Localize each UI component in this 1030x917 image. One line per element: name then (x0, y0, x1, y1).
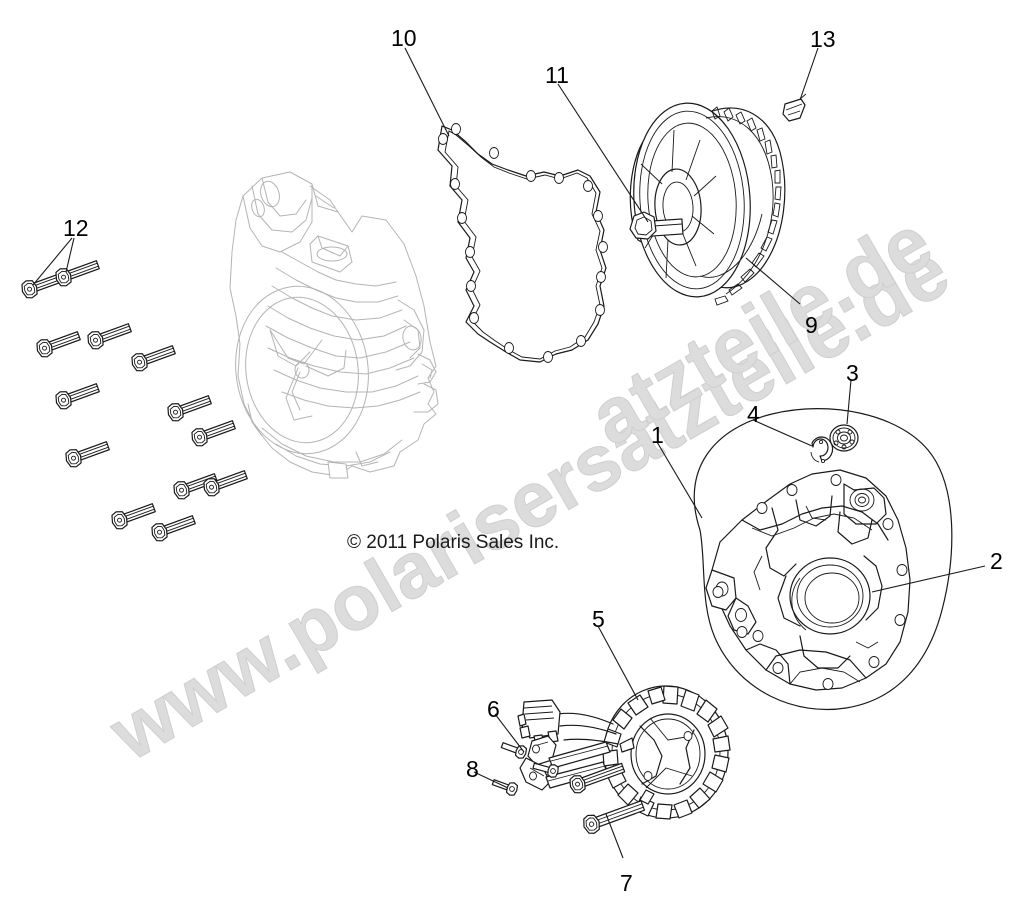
leader-10 (404, 47, 450, 137)
kit-outline-boundary (693, 408, 953, 711)
crankcase-cover-part (705, 469, 911, 691)
callout-9: 9 (805, 312, 818, 338)
leader-3 (846, 379, 852, 425)
stator-part (517, 685, 731, 820)
leader-6 (494, 713, 525, 753)
callout-12: 12 (63, 215, 89, 241)
snap-ring-part (810, 436, 834, 464)
leader-8 (473, 771, 509, 789)
callout-10: 10 (391, 25, 417, 51)
stator-wiring (517, 699, 619, 747)
leader-11 (557, 83, 649, 223)
stator-teeth (602, 685, 731, 820)
leader-5 (597, 625, 639, 701)
ghost-engine-assembly (229, 171, 439, 479)
leader-12a (32, 237, 73, 286)
leader-12b (65, 237, 75, 273)
ring-gear-teeth (705, 106, 782, 306)
leader-lines (32, 47, 986, 859)
woodruff-key-part (782, 93, 807, 122)
callout-5: 5 (592, 606, 605, 632)
callout-8: 8 (466, 756, 479, 782)
gasket-part (437, 123, 608, 363)
callout-4: 4 (747, 401, 760, 427)
callout-11: 11 (545, 62, 569, 88)
leader-1 (656, 441, 703, 519)
leader-9 (745, 257, 801, 305)
leader-4 (752, 419, 813, 447)
callout-7: 7 (620, 870, 633, 896)
callout-3: 3 (846, 360, 859, 386)
copyright-notice: © 2011 Polaris Sales Inc. (347, 532, 560, 553)
leader-2 (871, 565, 986, 593)
flywheel-part (629, 102, 786, 306)
flywheel-bolt-head (629, 211, 657, 240)
callout-13: 13 (810, 26, 836, 52)
bearing-part (829, 424, 859, 452)
callout-6: 6 (487, 696, 500, 722)
callout-2: 2 (990, 548, 1003, 574)
leader-13 (799, 47, 819, 101)
wire-clamp-part (499, 735, 611, 791)
callout-1: 1 (651, 422, 664, 448)
leader-7 (605, 813, 624, 859)
